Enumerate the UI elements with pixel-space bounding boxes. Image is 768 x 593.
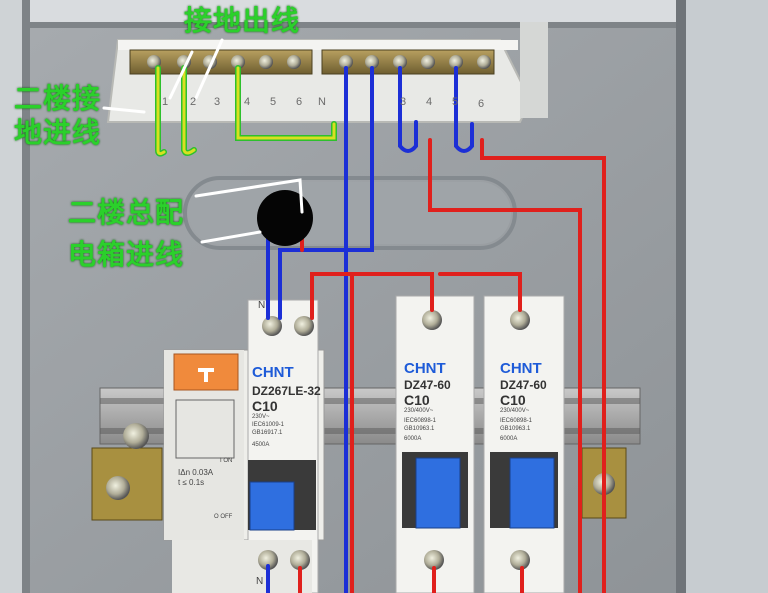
rcd-leak-spec: IΔn 0.03A (178, 468, 214, 477)
terminal-housing-bracket (520, 22, 548, 118)
rcd-rating: C10 (252, 398, 278, 414)
rcd-spec: 230V~ (252, 414, 270, 420)
box-right-edge (676, 0, 686, 593)
rcd-spec: IEC61009-1 (252, 422, 285, 428)
mcb2-rating: C10 (500, 392, 526, 408)
rcd-schematic (175, 399, 235, 459)
terminal-number: 3 (214, 96, 221, 108)
mcb1-model: DZ47-60 (404, 378, 451, 392)
rcd-switch-text: O OFF (214, 514, 233, 520)
rcd-terminal-label: N (258, 300, 266, 311)
box-right-wall (684, 0, 768, 593)
rcd-terminal-label: N (256, 576, 264, 587)
neutral-wires (266, 66, 474, 593)
ground-wires (155, 65, 337, 157)
mcb2-spec: IEC60898-1 (500, 418, 533, 424)
annotation-pointers (102, 38, 304, 244)
box-left-wall (0, 0, 22, 593)
label-ground-out: 接地出线 (184, 4, 301, 37)
mcb2-spec: GB10963.1 (500, 426, 531, 432)
label-second-floor-panel-in-1: 二楼总配 (68, 196, 185, 229)
mcb2-spec: 6000A (500, 436, 518, 442)
mcb1-rating: C10 (404, 392, 430, 408)
mcb2-brand: CHNT (500, 360, 542, 377)
incoming-cable (257, 190, 313, 246)
rcd-toggle (249, 481, 295, 531)
label-second-floor-panel-in-2: 电箱进线 (68, 238, 185, 271)
box-top-shadow (30, 22, 676, 28)
terminal-number: 5 (270, 96, 277, 108)
live-wires (298, 138, 606, 593)
mcb2-toggle (509, 457, 555, 529)
terminal-number: 5 (452, 96, 459, 108)
mcb1-brand: CHNT (404, 360, 446, 377)
terminal-number: 1 (162, 96, 169, 108)
mcb2-model: DZ47-60 (500, 378, 547, 392)
mcb1-spec: GB10963.1 (404, 426, 435, 432)
terminal-number: 4 (426, 96, 433, 108)
terminal-number: 4 (244, 96, 251, 108)
mcb1-toggle (415, 457, 461, 529)
terminal-number: 2 (190, 96, 197, 108)
rcd-leak-spec: t ≤ 0.1s (178, 478, 205, 487)
rcd-spec: GB16917.1 (252, 430, 283, 436)
rcd-switch-text: I ON (220, 458, 233, 464)
rcd-brand: CHNT (252, 364, 294, 381)
terminal-number: 6 (478, 98, 485, 110)
left-mounting-bracket (91, 423, 163, 521)
box-top-lid (30, 0, 676, 22)
mcb1-spec: 230/400V~ (404, 408, 434, 414)
mcb2-breaker-body (483, 295, 565, 593)
terminal-number: 3 (400, 96, 407, 108)
mcb2-spec: 230/400V~ (500, 408, 530, 414)
rcd-model: DZ267LE-32 (252, 384, 321, 398)
label-second-floor-ground-in-2: 地进线 (14, 116, 102, 149)
label-second-floor-ground-in-1: 二楼接 (14, 82, 102, 115)
terminal-number: 6 (296, 96, 303, 108)
mcb1-spec: 6000A (404, 436, 422, 442)
mcb1-breaker-body (395, 295, 475, 593)
terminal-number: N (318, 96, 326, 108)
rcd-breaker-body (163, 299, 325, 593)
box-left-edge (22, 0, 30, 593)
mcb1-spec: IEC60898-1 (404, 418, 437, 424)
breaker-terminal-screws (258, 310, 530, 570)
rcd-spec: 4500A (252, 442, 270, 448)
